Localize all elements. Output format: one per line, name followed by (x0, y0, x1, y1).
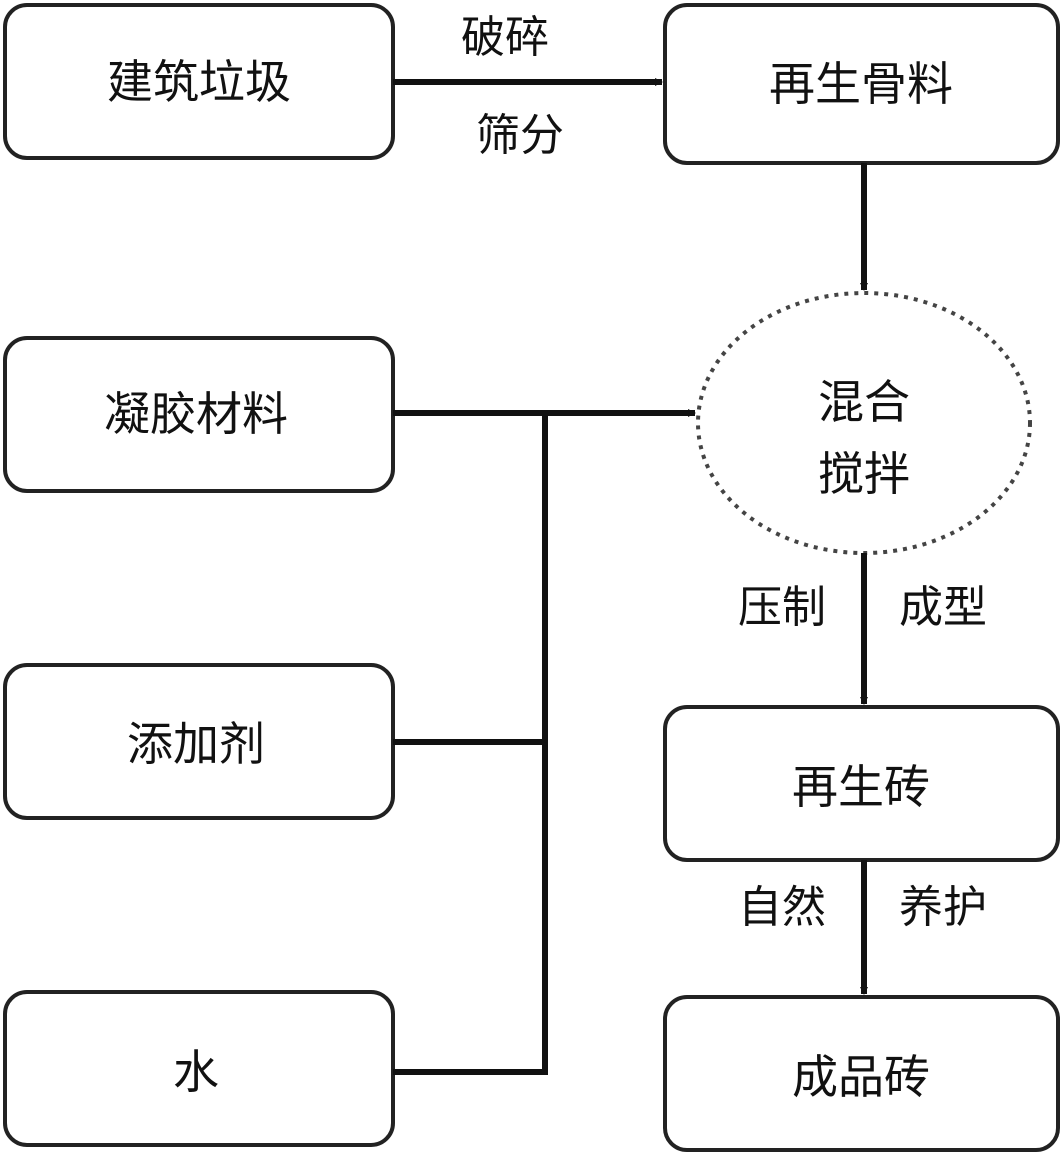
node-label: 成品砖 (792, 1050, 930, 1104)
edge-label: 成型 (899, 582, 987, 633)
edge-label: 筛分 (476, 110, 564, 161)
node-label: 水 (173, 1045, 219, 1099)
node-water: 水 (3, 990, 395, 1147)
node-label: 再生砖 (792, 760, 930, 814)
node-binder: 凝胶材料 (3, 336, 395, 493)
node-label: 凝胶材料 (104, 387, 288, 441)
node-aggregate: 再生骨料 (663, 3, 1060, 165)
node-label: 混合 (818, 375, 910, 429)
edge-label: 破碎 (461, 12, 549, 63)
node-label: 再生骨料 (769, 57, 953, 111)
node-additive: 添加剂 (3, 663, 395, 820)
node-label: 搅拌 (818, 447, 910, 501)
edge-label: 压制 (738, 582, 826, 633)
connector-bus (393, 413, 548, 1075)
node-waste: 建筑垃圾 (3, 3, 395, 160)
edge-label: 养护 (899, 882, 987, 933)
node-label: 添加剂 (127, 717, 265, 771)
node-product: 成品砖 (663, 995, 1060, 1152)
edge-label: 自然 (738, 882, 826, 933)
node-label: 建筑垃圾 (107, 55, 291, 109)
node-brick: 再生砖 (663, 705, 1060, 862)
node-mix: 混合 搅拌 (696, 291, 1032, 555)
